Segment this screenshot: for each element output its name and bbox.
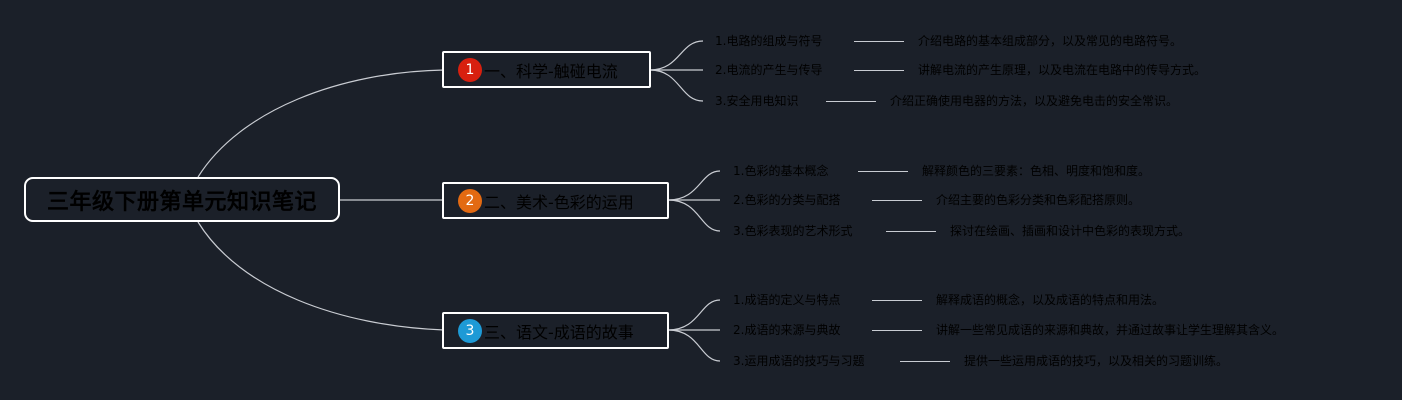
connector-root-branch3 — [197, 221, 445, 331]
leaf-title[interactable]: 2.电流的产生与传导 — [715, 63, 823, 77]
branch-node-art[interactable]: 2 二、美术-色彩的运用 — [442, 182, 669, 219]
leaf-description[interactable]: 介绍正确使用电器的方法，以及避免电击的安全常识。 — [890, 94, 1179, 108]
leaf-description[interactable]: 讲解电流的产生原理，以及电流在电路中的传导方式。 — [918, 63, 1207, 77]
root-node[interactable]: 三年级下册第单元知识笔记 — [24, 177, 340, 222]
branch-node-science[interactable]: 1 一、科学-触碰电流 — [442, 51, 651, 88]
leaf-description[interactable]: 提供一些运用成语的技巧，以及相关的习题训练。 — [964, 354, 1229, 368]
leaf-description[interactable]: 探讨在绘画、插画和设计中色彩的表现方式。 — [950, 224, 1191, 238]
connector-b2-item1 — [667, 170, 721, 201]
connector-b3-item1 — [667, 299, 721, 331]
leaf-connector — [872, 300, 922, 301]
leaf-title[interactable]: 1.色彩的基本概念 — [733, 164, 829, 178]
branch-title: 三、语文-成语的故事 — [484, 322, 634, 342]
number-badge-1: 1 — [458, 57, 482, 82]
root-title: 三年级下册第单元知识笔记 — [46, 189, 317, 215]
leaf-connector — [886, 231, 936, 232]
leaf-connector — [872, 200, 922, 201]
leaf-description[interactable]: 解释颜色的三要素：色相、明度和饱和度。 — [922, 164, 1151, 178]
branch-title: 一、科学-触碰电流 — [484, 61, 618, 81]
leaf-description[interactable]: 解释成语的概念，以及成语的特点和用法。 — [936, 293, 1165, 307]
leaf-title[interactable]: 3.运用成语的技巧与习题 — [733, 354, 865, 368]
leaf-title[interactable]: 3.安全用电知识 — [715, 94, 799, 108]
connector-b1-item3 — [649, 69, 704, 102]
connector-root-branch1 — [197, 69, 445, 178]
leaf-title[interactable]: 2.成语的来源与典故 — [733, 323, 841, 337]
leaf-description[interactable]: 介绍主要的色彩分类和色彩配搭原则。 — [936, 193, 1141, 207]
leaf-connector — [854, 70, 904, 71]
branch-node-chinese[interactable]: 3 三、语文-成语的故事 — [442, 312, 669, 349]
leaf-title[interactable]: 3.色彩表现的艺术形式 — [733, 224, 853, 238]
leaf-connector — [858, 171, 908, 172]
leaf-title[interactable]: 1.成语的定义与特点 — [733, 293, 841, 307]
branch-title: 二、美术-色彩的运用 — [484, 192, 634, 212]
leaf-connector — [900, 361, 950, 362]
number-badge-3: 3 — [458, 318, 482, 343]
leaf-connector — [826, 101, 876, 102]
leaf-description[interactable]: 介绍电路的基本组成部分，以及常见的电路符号。 — [918, 34, 1183, 48]
leaf-description[interactable]: 讲解一些常见成语的来源和典故，并通过故事让学生理解其含义。 — [936, 323, 1285, 337]
connector-b3-item3 — [667, 329, 721, 362]
leaf-connector — [854, 41, 904, 42]
leaf-title[interactable]: 2.色彩的分类与配搭 — [733, 193, 841, 207]
leaf-connector — [872, 330, 922, 331]
number-badge-2: 2 — [458, 188, 482, 213]
connector-b1-item1 — [649, 40, 704, 71]
leaf-title[interactable]: 1.电路的组成与符号 — [715, 34, 823, 48]
connector-b2-item3 — [667, 199, 721, 232]
